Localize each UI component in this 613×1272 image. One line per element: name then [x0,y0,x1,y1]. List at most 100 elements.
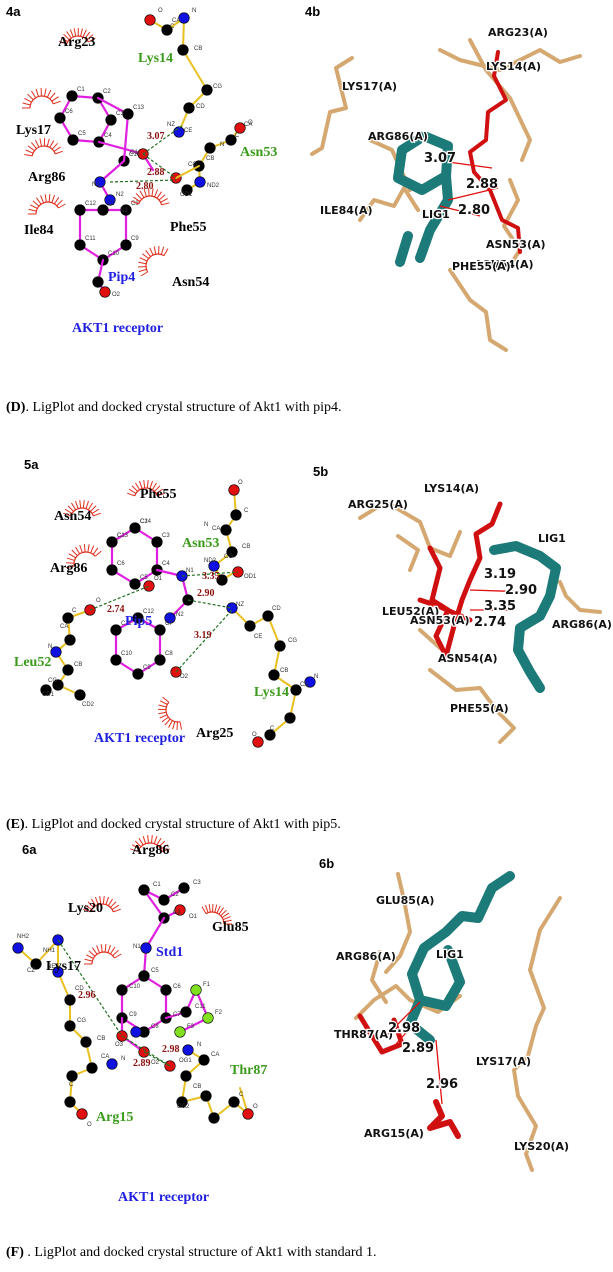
panel-label-4a: 4a [6,4,21,19]
atom-label: C14 [129,152,141,158]
arc-ile84-spoke [45,194,46,202]
atom [183,1045,194,1056]
caption-D-text: . LigPlot and docked crystal structure o… [25,400,341,415]
panel-label-6b: 6b [319,856,334,871]
arc-lys17 [22,88,61,108]
panel-label-5a: 5a [24,457,39,472]
arc-arg86-6-spoke [151,835,152,843]
atom-label: C [170,24,175,30]
arc-lys17-6-spoke [86,955,93,959]
atom-label: NH2 [17,934,30,940]
arc-phe55-spoke [162,203,170,205]
arc-arg86 [24,138,62,156]
arc-glu85-6-spoke [217,906,220,913]
atom-label: C6 [65,109,73,115]
dist-label: 3.19 [194,630,212,641]
atom-label: CZ [27,968,35,974]
atom-label: O2 [112,292,121,298]
atom-label: CA [300,682,308,688]
atom-label: C13 [117,533,129,539]
arc-asn54-5-spoke [83,500,84,508]
pose-dist-6c [436,1040,442,1104]
atom-label: C5 [78,131,86,137]
lys14-atom [184,103,195,114]
atom-label: CD1 [42,692,55,698]
arc-asn54-spoke [138,262,146,264]
caption-E-letter: (E) [6,817,25,832]
atom [131,1027,142,1038]
arc-ile84-spoke [58,204,65,208]
stick-arg86-5 [560,582,600,612]
panel-label-5b: 5b [313,464,328,479]
atom-label: CB [97,1036,105,1042]
arc-arg25-5 [158,697,181,730]
atom [141,943,152,954]
arc-arg86-5-spoke [69,554,76,558]
arc-phe55-5-spoke [127,493,135,496]
atom-label: NZ [236,602,244,608]
pose-label: ARG23(A) [488,26,548,39]
atom [195,177,206,188]
atom [152,537,163,548]
lys14-atom [178,45,189,56]
atom-label: C9 [143,665,151,671]
arc-arg86-spoke [31,142,36,148]
atom [275,641,286,652]
arc-ile84-spoke [49,194,50,202]
arc-lys17-spoke [47,90,51,97]
atom-label: F3 [187,1024,195,1030]
ligand-name-pip4: Pip4 [108,270,135,285]
atom-label: C8 [151,1024,159,1030]
arc-ile84-spoke [30,205,37,209]
atom-label: OD1 [180,192,193,198]
atom [231,510,242,521]
arc-phe55-spoke [149,188,150,196]
atom-label: F2 [215,1010,223,1016]
arc-ile84-spoke [41,195,44,202]
lys14-atom [202,85,213,96]
arc-lys17-6-spoke [89,951,95,956]
arc-glu85-6-spoke [209,904,210,912]
atom [175,1027,186,1038]
atom-label: O [248,120,253,126]
arc-arg25-5-spoke [165,719,170,725]
atom [229,1097,240,1108]
arc-lys20-6-spoke [110,902,116,908]
atom-label: N [121,1056,125,1062]
pose-dist-label: 2.88 [466,177,498,192]
atom [67,91,78,102]
atom [107,565,118,576]
arc-arg25-5-spoke [162,717,168,722]
atom-label: CG [77,1018,86,1024]
atom-label: N1 [92,182,100,188]
pose-dist-label: 2.98 [388,1021,420,1036]
atom-label: CB [206,156,214,162]
arc-arg86-spoke [35,140,38,147]
residue-phe55: Phe55 [170,220,207,235]
pose-label: ARG86(A) [552,618,612,631]
pose-label: PHE55(A) [452,260,511,273]
atom-label: O2 [180,674,189,680]
pose-label: PHE55(A) [450,702,509,715]
atom-label: N [220,142,224,148]
residue-arg86: Arg86 [28,170,65,185]
atom-label: O2 [151,1060,160,1066]
arc-arg86-5-spoke [75,547,79,554]
atom-label: O [253,1104,258,1110]
arc-arg86-spoke [26,150,33,153]
ligand-name-std1: Std1 [156,945,183,960]
arc-lys17-6 [84,944,121,964]
atom [75,240,86,251]
pip4-ring2 [80,210,126,260]
arc-ile84-spoke [36,198,41,205]
atom [121,240,132,251]
atom [107,1059,118,1070]
atom-label: C4 [104,133,112,139]
atom-label: CD2 [82,702,95,708]
atom [209,1113,220,1124]
pose-label: THR87(A) [334,1028,393,1041]
arc-phe55-spoke [155,189,158,196]
atom [263,611,274,622]
atom-label: CD [196,104,205,110]
dist-label: 2.89 [133,1058,151,1069]
